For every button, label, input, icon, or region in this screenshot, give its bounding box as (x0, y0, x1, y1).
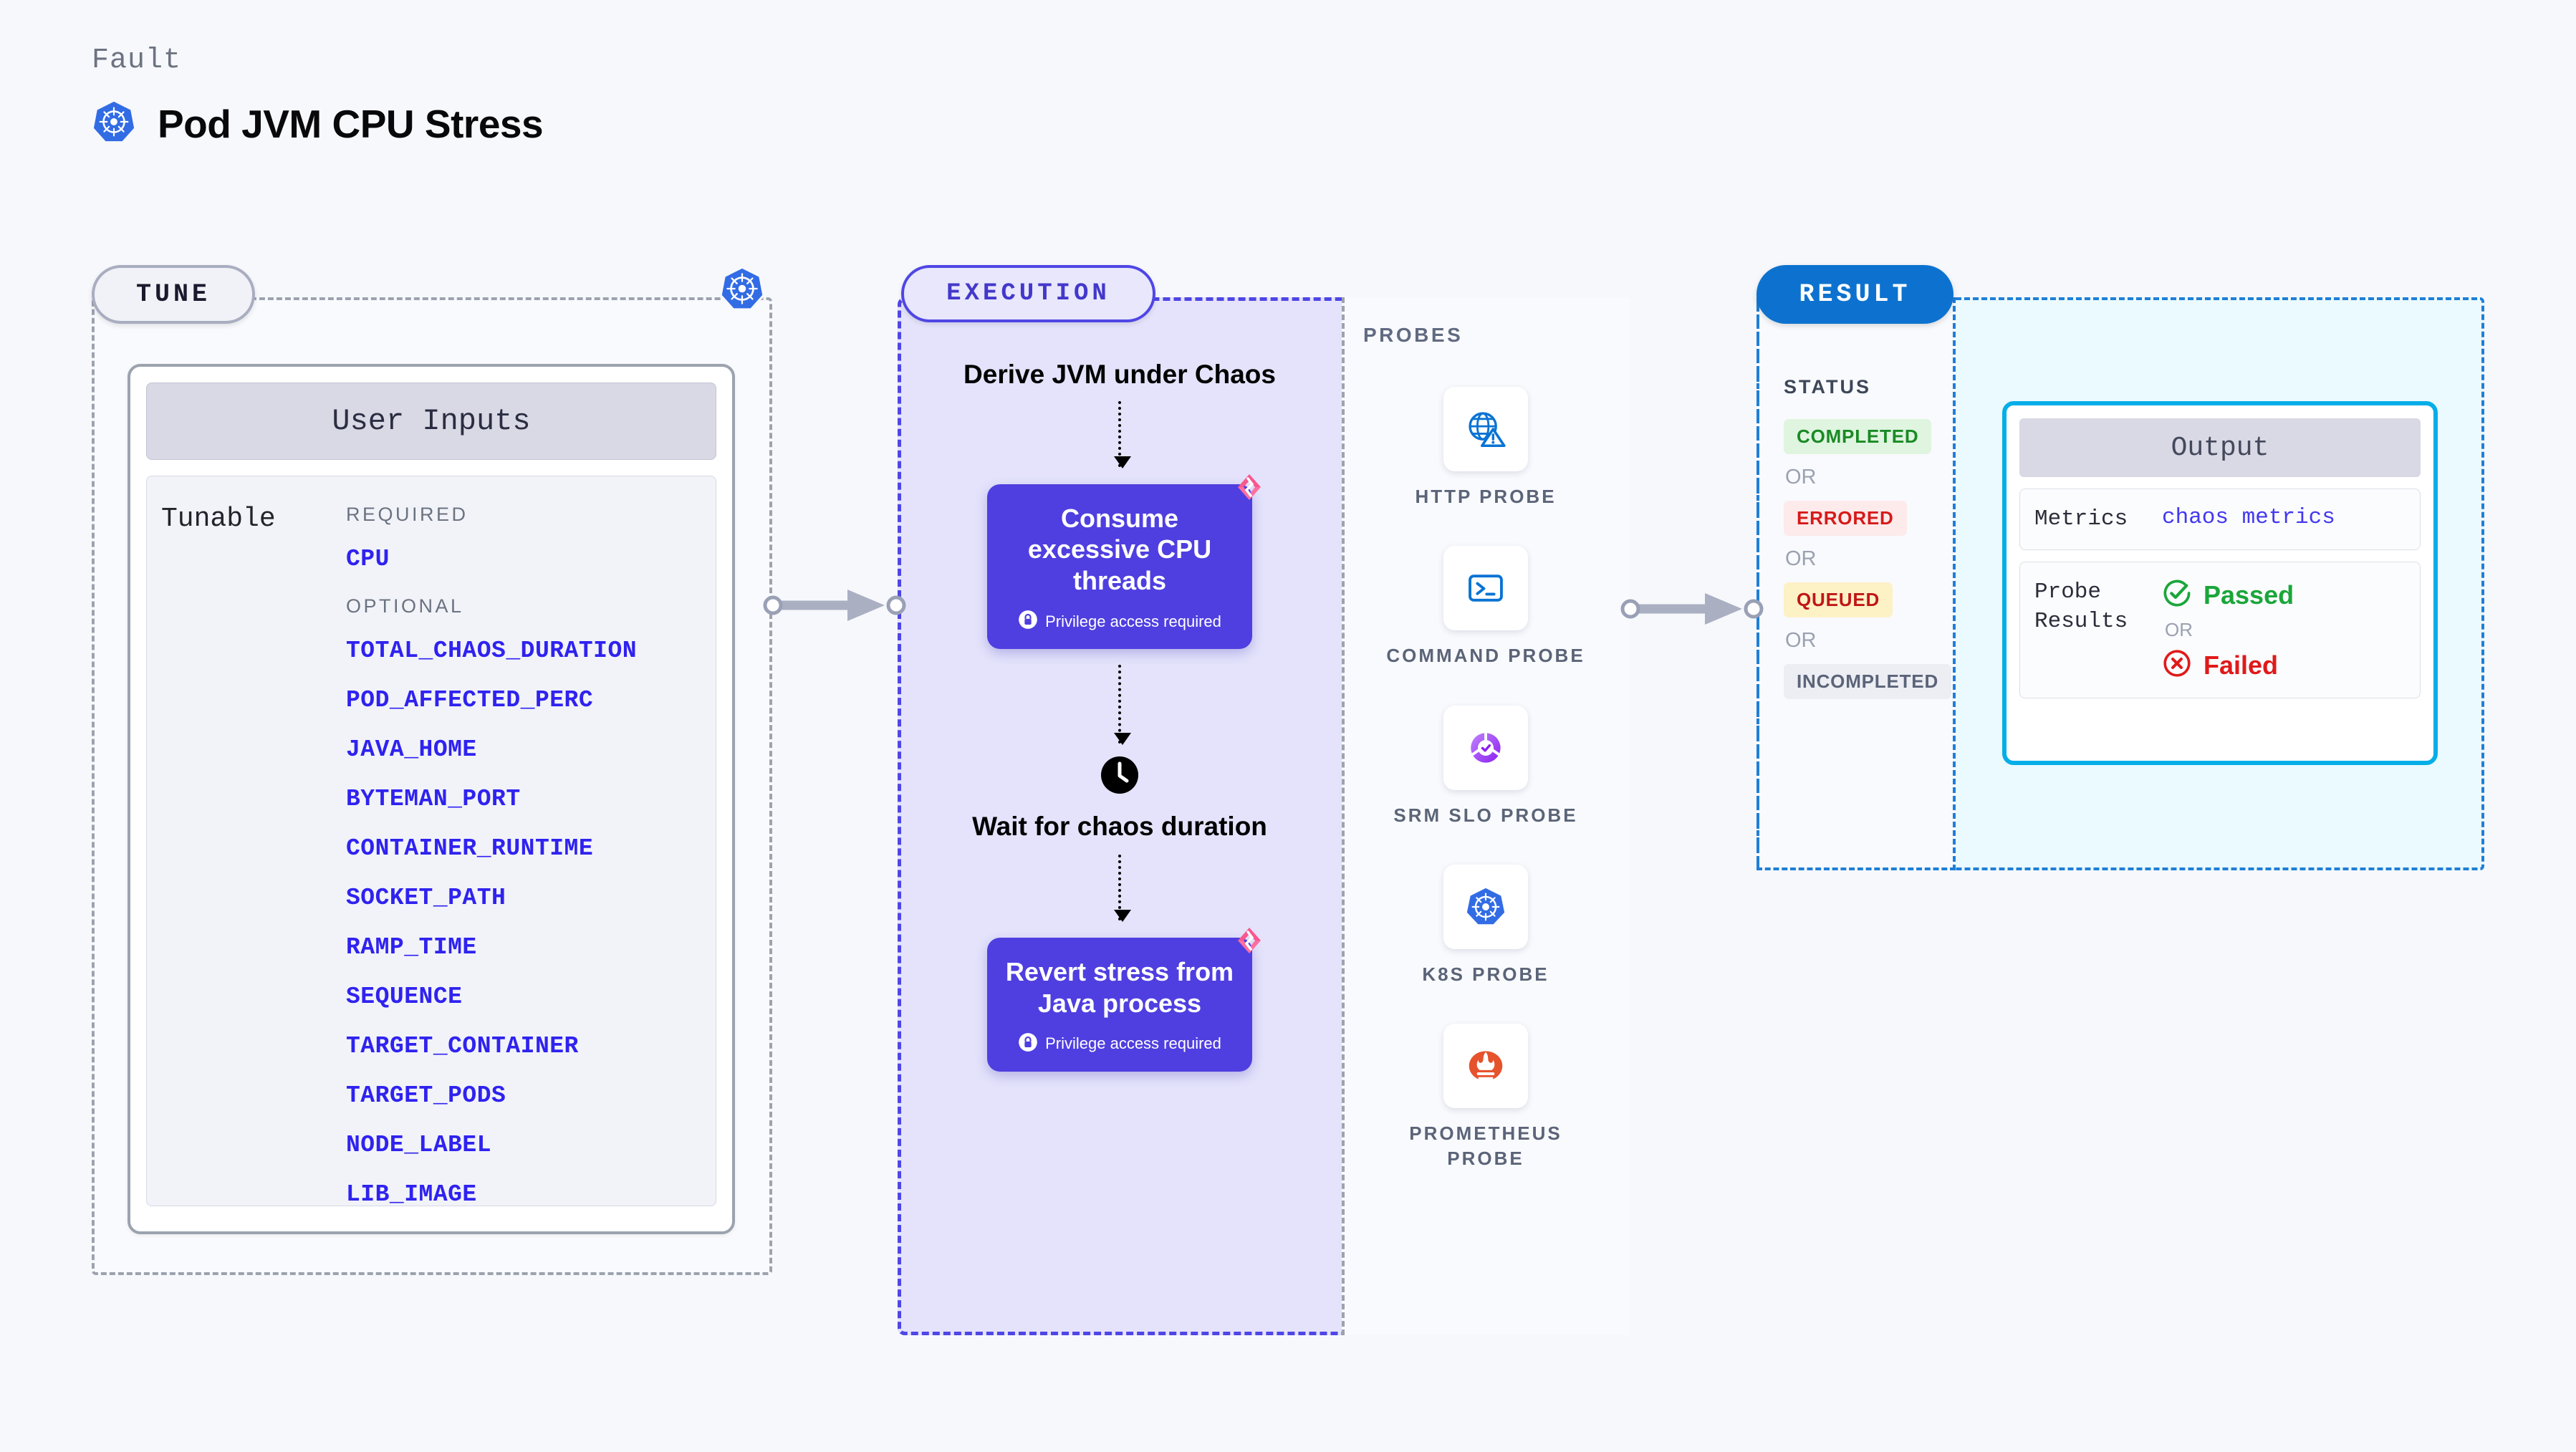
probe-item[interactable]: SRM SLO PROBE (1378, 705, 1593, 827)
probe-results-key: Probe Results (2034, 580, 2128, 634)
probe-label: PROMETHEUS PROBE (1409, 1122, 1562, 1169)
terminal-icon (1443, 546, 1528, 631)
probes-list: HTTP PROBE COMMAND PROBE SRM SLO PROBE K… (1342, 387, 1630, 1170)
flow-arrow (1114, 665, 1131, 746)
param-column: REQUIRED CPU OPTIONAL TOTAL_CHAOS_DURATI… (346, 504, 716, 1208)
privilege-note-text: Privilege access required (1045, 1034, 1221, 1053)
param-container-runtime[interactable]: CONTAINER_RUNTIME (346, 835, 594, 862)
clock-icon (1100, 755, 1140, 799)
check-circle-icon (2162, 578, 2192, 612)
param-cpu[interactable]: CPU (346, 546, 390, 572)
probes-section-label: PROBES (1363, 324, 1464, 346)
globe-warning-icon (1443, 387, 1528, 471)
param-byteman-port[interactable]: BYTEMAN_PORT (346, 786, 521, 812)
x-circle-icon (2162, 648, 2192, 682)
param-sequence[interactable]: SEQUENCE (346, 984, 463, 1010)
privilege-note-text: Privilege access required (1045, 612, 1221, 630)
flow-card-title: Consume excessive CPU threads (1027, 503, 1212, 596)
param-total-chaos-duration[interactable]: TOTAL_CHAOS_DURATION (346, 638, 638, 664)
status-list: COMPLETED OR ERRORED OR QUEUED OR INCOMPLETED (1784, 419, 1952, 699)
status-or-label: OR (1785, 547, 1817, 570)
probe-label: K8S PROBE (1422, 963, 1549, 985)
param-target-pods[interactable]: TARGET_PODS (346, 1082, 506, 1109)
flow-arrow (1114, 400, 1131, 468)
status-badge-incompleted: INCOMPLETED (1784, 664, 1952, 699)
prometheus-icon (1443, 1024, 1528, 1109)
probe-label: HTTP PROBE (1415, 486, 1557, 507)
tunable-label: Tunable (161, 504, 276, 534)
litmus-badge-icon (1231, 922, 1268, 963)
verdict-failed: Failed (2162, 648, 2294, 682)
status-or-label: OR (1785, 629, 1817, 652)
probe-label: SRM SLO PROBE (1393, 804, 1578, 826)
probe-verdicts: Passed OR Failed (2162, 578, 2294, 682)
kubernetes-icon (92, 100, 136, 148)
status-badge-completed: COMPLETED (1784, 419, 1932, 454)
param-lib-image[interactable]: LIB_IMAGE (346, 1181, 477, 1208)
execution-badge[interactable]: EXECUTION (901, 265, 1155, 322)
litmus-badge-icon (1231, 468, 1268, 509)
output-probe-results-row: Probe Results Passed OR (2019, 562, 2421, 699)
fault-kicker: Fault (92, 44, 182, 77)
connector-execution-to-result (1620, 593, 1764, 625)
flow-step-wait: Wait for chaos duration (972, 812, 1267, 842)
user-inputs-card: User Inputs Tunable REQUIRED CPU OPTIONA… (128, 364, 735, 1234)
probe-item[interactable]: PROMETHEUS PROBE (1378, 1024, 1593, 1170)
probe-item[interactable]: HTTP PROBE (1378, 387, 1593, 509)
probe-item[interactable]: K8S PROBE (1378, 864, 1593, 986)
output-title: Output (2019, 418, 2421, 477)
title-row: Pod JVM CPU Stress (92, 100, 544, 148)
passed-label: Passed (2203, 580, 2294, 610)
execution-fill (898, 297, 1342, 1335)
tunable-box: Tunable REQUIRED CPU OPTIONAL TOTAL_CHAO… (146, 476, 716, 1208)
result-badge[interactable]: RESULT (1756, 265, 1953, 324)
required-param-list: CPU (346, 546, 716, 572)
flow-card-revert-stress[interactable]: Revert stress from Java process Privileg… (987, 927, 1261, 1072)
lock-icon (1018, 610, 1038, 633)
probe-label: COMMAND PROBE (1386, 645, 1585, 667)
verdict-or-label: OR (2165, 619, 2193, 641)
param-java-home[interactable]: JAVA_HOME (346, 736, 477, 763)
flow-card-title: Revert stress from Java process (1005, 956, 1234, 1018)
user-inputs-title: User Inputs (146, 383, 716, 460)
flow-card-consume-cpu[interactable]: Consume excessive CPU threads Privilege … (987, 473, 1261, 650)
privilege-note: Privilege access required (1003, 1032, 1236, 1056)
output-card: Output Metrics chaos metrics Probe Resul… (2002, 401, 2438, 765)
kubernetes-icon (1443, 864, 1528, 949)
tune-badge[interactable]: TUNE (92, 265, 255, 324)
output-metrics-row: Metrics chaos metrics (2019, 489, 2421, 551)
slo-gauge-icon (1443, 705, 1528, 790)
kubernetes-icon (719, 265, 766, 316)
execution-flow: Derive JVM under Chaos Consume excessive… (898, 358, 1342, 1072)
page-title: Pod JVM CPU Stress (158, 101, 544, 146)
optional-param-list: TOTAL_CHAOS_DURATION POD_AFFECTED_PERC JAV… (346, 638, 716, 1208)
status-label: STATUS (1784, 376, 1871, 398)
param-ramp-time[interactable]: RAMP_TIME (346, 934, 477, 961)
probe-item[interactable]: COMMAND PROBE (1378, 546, 1593, 668)
param-socket-path[interactable]: SOCKET_PATH (346, 885, 506, 911)
verdict-passed: Passed (2162, 578, 2294, 612)
param-target-container[interactable]: TARGET_CONTAINER (346, 1033, 579, 1059)
connector-tune-to-execution (763, 590, 906, 621)
chaos-metrics-link[interactable]: chaos metrics (2162, 505, 2335, 530)
status-badge-queued: QUEUED (1784, 582, 1893, 617)
status-badge-errored: ERRORED (1784, 501, 1907, 536)
lock-icon (1018, 1032, 1038, 1056)
param-pod-affected-perc[interactable]: POD_AFFECTED_PERC (346, 687, 594, 713)
optional-section-label: OPTIONAL (346, 595, 464, 617)
privilege-note: Privilege access required (1003, 610, 1236, 633)
required-section-label: REQUIRED (346, 504, 468, 525)
failed-label: Failed (2203, 650, 2279, 680)
page-header: Fault Pod JVM CPU Stress (92, 44, 544, 148)
metrics-key: Metrics (2034, 506, 2128, 532)
flow-arrow (1114, 854, 1131, 922)
flow-step-derive-jvm: Derive JVM under Chaos (963, 360, 1276, 389)
param-node-label[interactable]: NODE_LABEL (346, 1132, 492, 1158)
status-or-label: OR (1785, 466, 1817, 489)
